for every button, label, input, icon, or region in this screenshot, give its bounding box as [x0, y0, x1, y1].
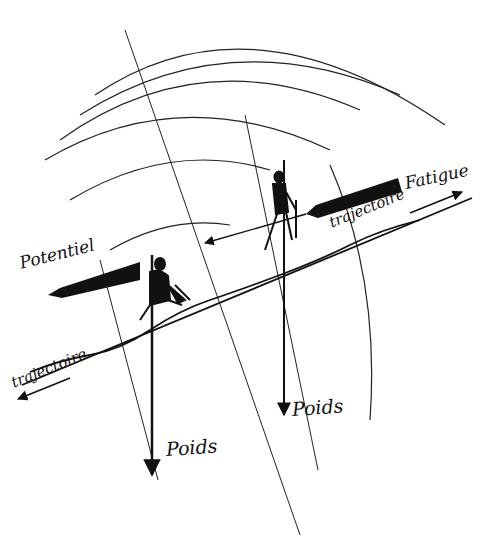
- weight-label: Poids: [165, 436, 218, 459]
- figure-left: [140, 258, 190, 320]
- slope-ground: [22, 198, 472, 385]
- trajectory-arrow: [410, 192, 462, 213]
- force-label: Fatigue: [403, 162, 470, 192]
- force-label: Potentiel: [18, 237, 96, 272]
- weight-label: Poids: [291, 396, 344, 419]
- figure-right: [265, 172, 296, 251]
- guide-lines: [100, 30, 318, 535]
- potential-force: [48, 262, 140, 298]
- trajectory-label: trajectoire: [9, 347, 89, 391]
